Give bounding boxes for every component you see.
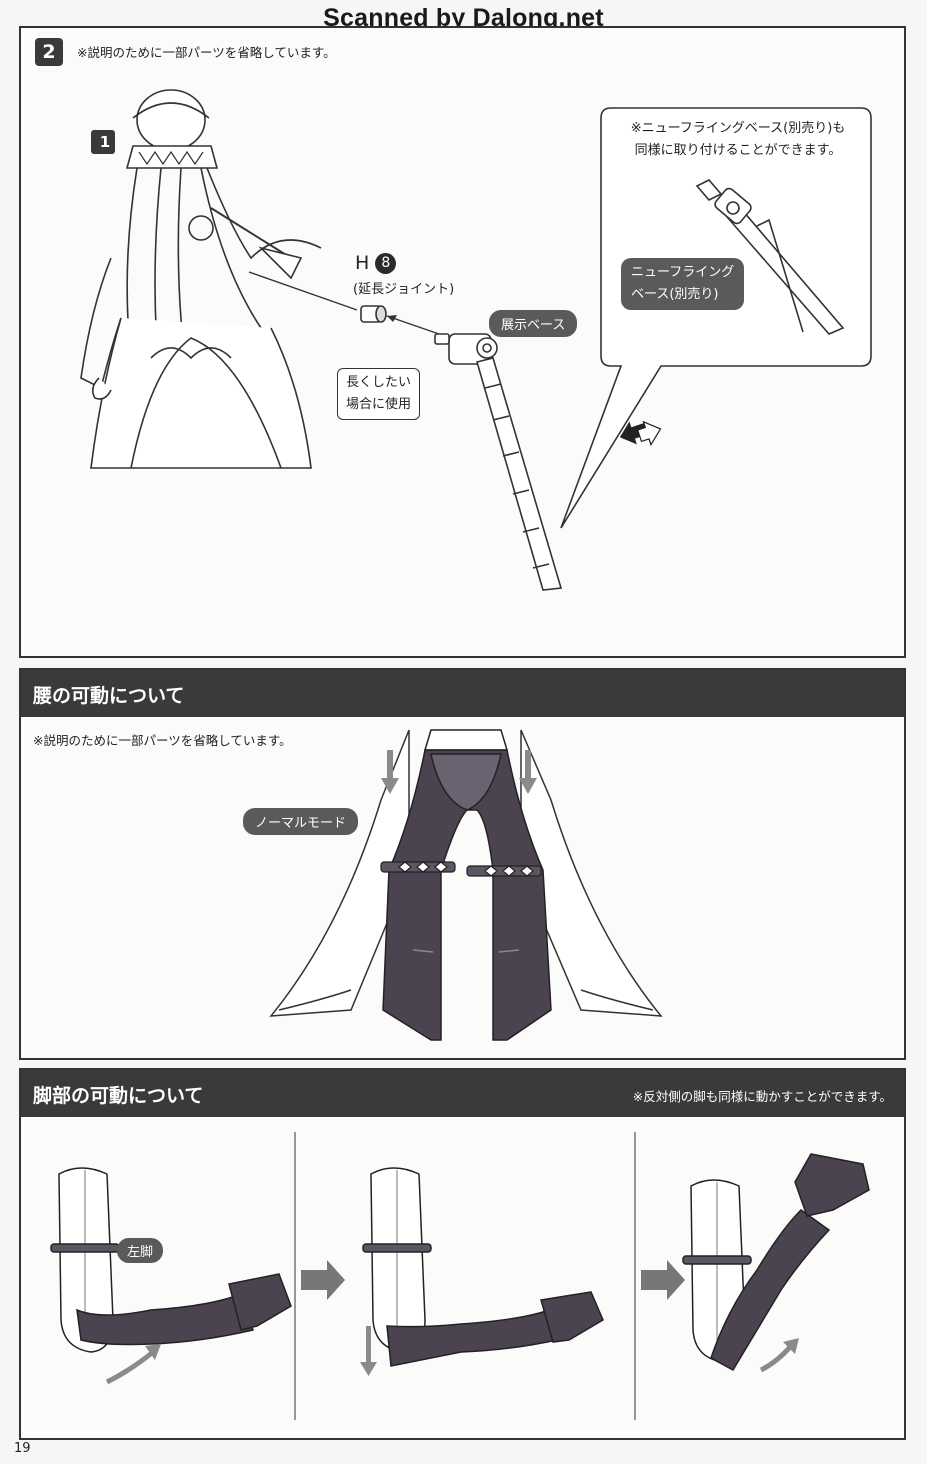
down-arrow-icon-leg bbox=[360, 1326, 377, 1376]
usage-tip-line-2: 場合に使用 bbox=[346, 397, 412, 412]
waist-omission-note: ※説明のために一部パーツを省略しています。 bbox=[33, 733, 292, 748]
waist-illustration bbox=[269, 729, 663, 1041]
usage-tip-line-1: 長くしたい bbox=[346, 375, 412, 390]
part-number-badge: 8 bbox=[375, 253, 397, 274]
new-flying-base-line-1: ニューフライング bbox=[631, 265, 735, 280]
usage-tip-box: 長くしたい 場合に使用 bbox=[337, 368, 421, 420]
thigh-band-illustration bbox=[380, 861, 542, 877]
leg-illustration bbox=[50, 1132, 870, 1420]
figure-back-view-illustration bbox=[80, 89, 322, 469]
rotate-arrow-icon-3 bbox=[759, 1344, 793, 1373]
part-id-letter: H bbox=[355, 252, 370, 274]
waist-section-title: 腰の可動について bbox=[33, 685, 185, 707]
new-flying-base-label: ニューフライング ベース(別売り) bbox=[621, 258, 745, 310]
display-base-label: 展示ベース bbox=[489, 310, 578, 337]
sequence-arrow-1 bbox=[301, 1260, 345, 1300]
insert-arrow-line bbox=[248, 271, 358, 311]
new-flying-base-line-2: ベース(別売り) bbox=[631, 287, 719, 302]
new-flying-base-arm bbox=[695, 179, 845, 335]
callout-line-2: 同様に取り付けることができます。 bbox=[634, 143, 842, 158]
normal-mode-label: ノーマルモード bbox=[243, 808, 359, 835]
down-arrow-icon bbox=[381, 750, 399, 794]
sub-step-badge: 1 bbox=[99, 133, 111, 151]
leg-articulation-panel: 脚部の可動について ※反対側の脚も同様に動かすことができます。 bbox=[19, 1068, 906, 1440]
waist-section-header: 腰の可動について bbox=[21, 670, 904, 717]
cape-illustration bbox=[269, 729, 663, 1017]
callout-note: ※ニューフライングベース(別売り)も 同様に取り付けることができます。 bbox=[613, 118, 863, 162]
omission-note: ※説明のために一部パーツを省略しています。 bbox=[77, 45, 336, 60]
left-leg-label: 左脚 bbox=[117, 1238, 164, 1263]
step-number-badge: 2 bbox=[35, 38, 63, 66]
leg-pose-3 bbox=[682, 1153, 870, 1372]
extension-joint-part bbox=[360, 305, 387, 323]
part-id-label: H 8 bbox=[355, 252, 397, 274]
display-base-arm bbox=[434, 333, 563, 591]
leg-section-note: ※反対側の脚も同様に動かすことができます。 bbox=[632, 1089, 892, 1104]
waist-articulation-panel: 腰の可動について ※説明のために一部パーツを省略しています。 bbox=[19, 668, 906, 1060]
rotate-arrow-icon-1 bbox=[105, 1350, 155, 1385]
extension-joint-label: (延長ジョイント) bbox=[353, 282, 455, 297]
waist-legs-illustration bbox=[382, 729, 552, 1041]
insert-arrow-line-2 bbox=[386, 315, 440, 335]
callout-line-1: ※ニューフライングベース(別売り)も bbox=[630, 121, 846, 136]
down-arrow-icon-right bbox=[519, 750, 537, 794]
step-2-panel: 2 ※説明のために一部パーツを省略しています。 bbox=[19, 26, 906, 658]
sequence-arrow-2 bbox=[641, 1260, 685, 1300]
sub-step-badge-bg bbox=[91, 130, 115, 154]
leg-section-header: 脚部の可動について ※反対側の脚も同様に動かすことができます。 bbox=[21, 1070, 904, 1117]
page-number: 19 bbox=[14, 1441, 31, 1456]
double-arrow-icon bbox=[619, 420, 662, 447]
leg-section-title: 脚部の可動について bbox=[33, 1085, 204, 1107]
leg-pose-2 bbox=[362, 1167, 604, 1367]
callout-bubble bbox=[560, 107, 872, 529]
leg-pose-1 bbox=[50, 1167, 292, 1353]
step-2-illustration bbox=[80, 89, 872, 591]
